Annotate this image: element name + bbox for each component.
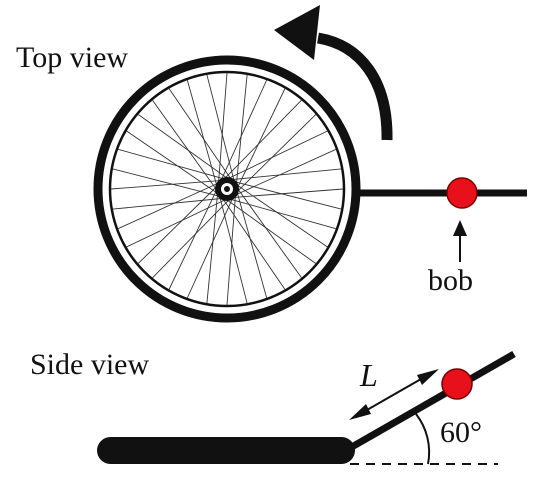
wheel-spoke [231, 148, 337, 198]
wheel-spoke [235, 74, 248, 189]
wheel-rim [108, 70, 346, 308]
angle-label: 60° [440, 416, 482, 449]
wheel-spoke [225, 197, 337, 230]
wheel-spoke [217, 72, 228, 188]
wheel-side-view [97, 437, 355, 464]
rotation-arrow [274, 5, 393, 141]
wheel-spoke [186, 79, 219, 191]
wheel-spoke [206, 189, 219, 304]
wheel-spoke [235, 88, 286, 192]
wheel-spoke [137, 183, 221, 264]
wheel-spoke [110, 179, 226, 190]
bob-top-view [446, 177, 478, 209]
wheel-spoke [168, 88, 234, 184]
wheel-tire [93, 55, 361, 323]
wheel-spoke [232, 182, 328, 248]
wheel-spoke [152, 99, 220, 194]
wheel-spoke [126, 130, 222, 196]
wheel-spoke [117, 180, 223, 230]
wheel-spoke [112, 168, 224, 198]
wheel-spoke [218, 192, 248, 304]
wheel-spoke [234, 184, 302, 279]
wheel-spoke [220, 194, 286, 290]
wheel-spoke [227, 168, 342, 181]
wheel-spoke [233, 114, 317, 195]
wheel-spoke [230, 180, 342, 210]
wheel-spoke [137, 114, 232, 182]
length-label: L [359, 357, 378, 393]
wheel-spoke [226, 190, 237, 306]
wheel-spokes [110, 72, 344, 306]
bob-pointer-arrow [453, 220, 467, 262]
wheel-spoke [221, 99, 302, 183]
wheel-spoke [126, 197, 230, 248]
wheel-spoke [168, 186, 219, 290]
bicycle-wheel [93, 55, 361, 323]
side-view-label: Side view [30, 348, 149, 381]
length-arrow [349, 369, 439, 420]
wheel-spoke [117, 148, 229, 181]
wheel-spoke [218, 79, 268, 185]
bob-side-view [441, 368, 473, 400]
wheel-spoke [222, 196, 317, 264]
wheel-spoke [224, 130, 328, 181]
wheel-spoke [152, 195, 233, 279]
wheel-spoke [235, 187, 268, 299]
wheel-spoke [206, 74, 236, 186]
bob-label: bob [428, 264, 473, 297]
rod-side-view [348, 350, 516, 452]
wheel-spoke [112, 197, 227, 210]
wheel-spoke [186, 193, 236, 299]
top-view-label: Top view [16, 41, 128, 74]
wheel-spoke [228, 188, 344, 199]
angle-arc [415, 413, 431, 465]
